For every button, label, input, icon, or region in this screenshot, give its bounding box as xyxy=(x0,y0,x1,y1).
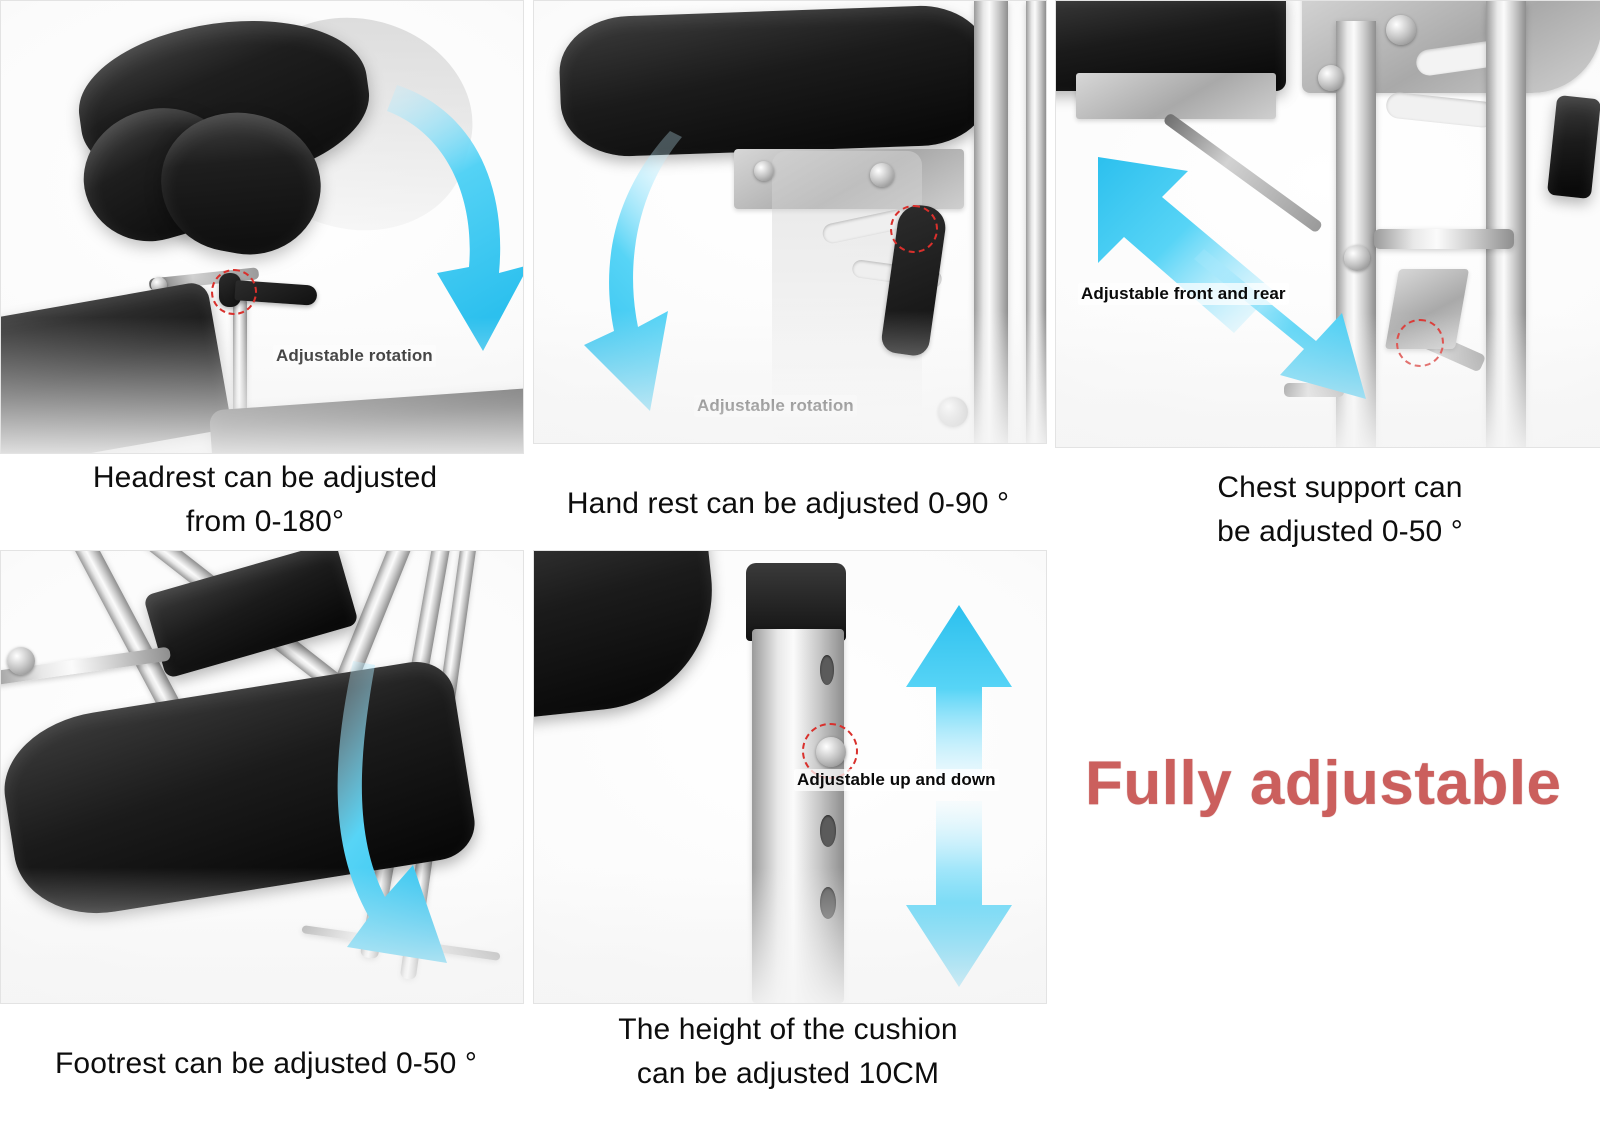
panel-cushion-height: Adjustable up and down xyxy=(533,550,1047,1004)
arrow-up xyxy=(906,605,1012,791)
post-cap xyxy=(746,563,846,641)
caption-headrest: Headrest can be adjusted from 0-180° xyxy=(10,456,520,543)
caption-chest-support: Chest support can be adjusted 0-50 ° xyxy=(1090,466,1590,553)
caption-cushion-height-line2: can be adjusted 10CM xyxy=(636,1056,940,1090)
caption-chest-support-line2: be adjusted 0-50 ° xyxy=(1217,514,1463,548)
caption-footrest: Footrest can be adjusted 0-50 ° xyxy=(6,1042,526,1086)
caption-hand-rest-line1: Hand rest can be adjusted 0-90 ° xyxy=(566,487,1010,520)
panel-chest-support: Adjustable front and rear xyxy=(1055,0,1600,448)
caption-cushion-height-line1: The height of the cushion xyxy=(618,1013,958,1046)
headline-fully-adjustable: Fully adjustable xyxy=(1085,749,1562,818)
headrest-photo: Adjustable rotation xyxy=(1,1,523,453)
hotspot-locking-knob xyxy=(211,269,257,315)
hotspot-locking-pin xyxy=(1396,319,1444,367)
headrest-photo-label: Adjustable rotation xyxy=(273,345,436,367)
panel-headrest: Adjustable rotation xyxy=(0,0,524,454)
panel-footrest xyxy=(0,550,524,1004)
caption-headrest-line1: Headrest can be adjusted xyxy=(92,461,438,494)
hand-rest-photo-label: Adjustable rotation xyxy=(694,395,857,417)
cushion-height-photo-label: Adjustable up and down xyxy=(794,769,999,791)
hand-rest-photo: Adjustable rotation xyxy=(534,1,1046,443)
caption-cushion-height: The height of the cushion can be adjuste… xyxy=(528,1008,1048,1095)
panel-hand-rest: Adjustable rotation xyxy=(533,0,1047,444)
caption-chest-support-line1: Chest support can xyxy=(1217,471,1463,504)
caption-headrest-line2: from 0-180° xyxy=(185,504,345,538)
cushion-height-photo: Adjustable up and down xyxy=(534,551,1046,1003)
chest-support-photo-label: Adjustable front and rear xyxy=(1078,283,1289,305)
arrow-down xyxy=(906,801,1012,987)
caption-hand-rest: Hand rest can be adjusted 0-90 ° xyxy=(528,482,1048,526)
caption-footrest-line1: Footrest can be adjusted 0-50 ° xyxy=(54,1047,478,1080)
chest-support-photo: Adjustable front and rear xyxy=(1056,1,1600,447)
footrest-photo xyxy=(1,551,523,1003)
hotspot-release-lever xyxy=(890,205,938,253)
